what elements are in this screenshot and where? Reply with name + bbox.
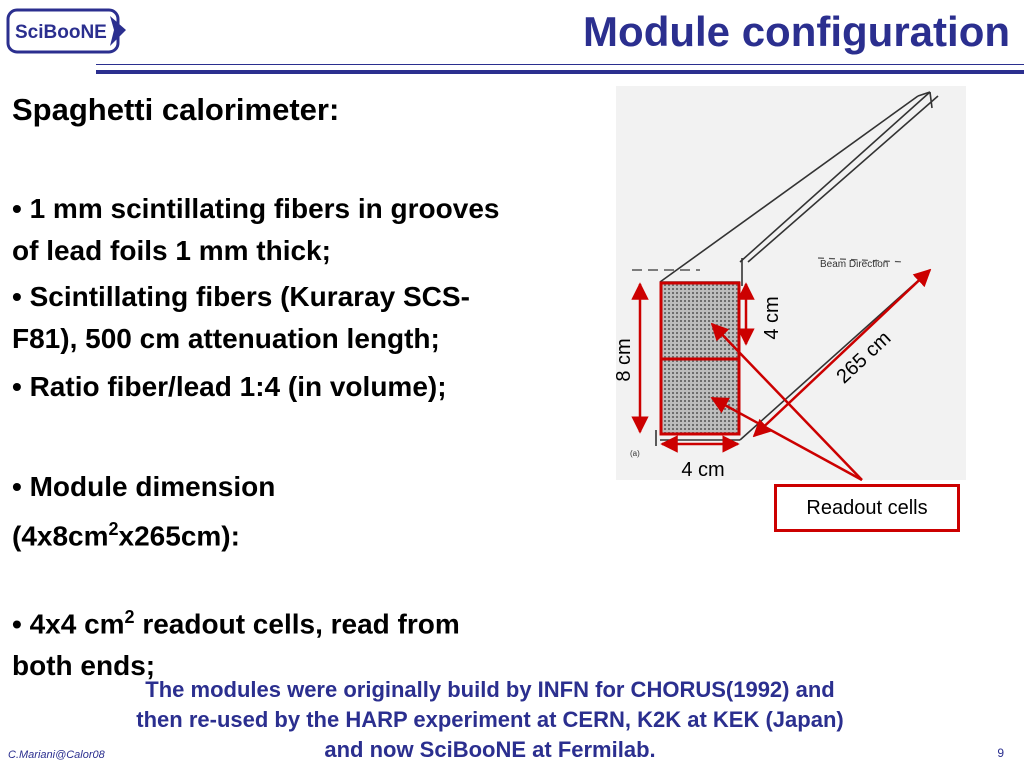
bullet-dimension-line2: (4x8cm2x265cm):: [12, 508, 275, 557]
bullet-readout-line2: both ends;: [12, 650, 156, 682]
bullet-ratio: • Ratio fiber/lead 1:4 (in volume);: [12, 366, 447, 408]
panel-label: (a): [630, 449, 640, 458]
dim-arrow-265cm: [752, 268, 932, 438]
bullet-ratio-line1: • Ratio fiber/lead 1:4 (in volume);: [12, 371, 447, 402]
history-note-line1: The modules were originally build by INF…: [145, 677, 835, 702]
footer-author: C.Mariani@Calor08: [8, 749, 105, 761]
dim-post: x265cm):: [118, 520, 240, 552]
beam-direction-label: Beam Direction: [820, 259, 888, 270]
bullet-fibers-line2: of lead foils 1 mm thick;: [12, 235, 331, 266]
history-note-line3: and now SciBooNE at Fermilab.: [324, 737, 656, 762]
pointer-top-cell: [710, 322, 863, 481]
dim-label-8cm: 8 cm: [613, 338, 635, 381]
module-diagram: Beam Direction (a) 4 cm 8 cm 4 cm 265 cm: [613, 86, 966, 482]
bullet-kuraray: • Scintillating fibers (Kuraray SCS- F81…: [12, 276, 470, 360]
dim-label-4cm-vertical: 4 cm: [761, 296, 783, 339]
dim-pre: (4x8cm: [12, 520, 109, 552]
bullet-readout-line1: • 4x4 cm2 readout cells, read from: [12, 596, 460, 645]
readout-sup: 2: [124, 607, 135, 627]
bullet-readout: • 4x4 cm2 readout cells, read from both …: [12, 596, 460, 687]
title-rule-thick: [96, 70, 1024, 74]
sciboone-logo: SciBooNE: [6, 8, 126, 54]
bullet-kuraray-line1: • Scintillating fibers (Kuraray SCS-: [12, 281, 470, 312]
bullet-dimension: • Module dimension (4x8cm2x265cm):: [12, 466, 275, 557]
history-note: The modules were originally build by INF…: [60, 675, 920, 765]
dim-label-4cm-horizontal: 4 cm: [681, 459, 724, 481]
section-heading: Spaghetti calorimeter:: [12, 92, 340, 127]
readout-cells-label: Readout cells: [806, 496, 928, 519]
beam-direction-line: [817, 257, 906, 263]
title-rule-thin: [96, 64, 1024, 65]
bullet-kuraray-line2: F81), 500 cm attenuation length;: [12, 323, 440, 354]
bullet-fibers: • 1 mm scintillating fibers in grooves o…: [12, 188, 499, 272]
dim-sup: 2: [108, 519, 119, 539]
readout-post: readout cells, read from: [134, 608, 460, 640]
logo-text: SciBooNE: [15, 22, 107, 43]
logo-arrow-icon: [110, 16, 126, 46]
history-note-line2: then re-used by the HARP experiment at C…: [136, 707, 844, 732]
page-number: 9: [997, 746, 1004, 760]
readout-cells-callout: Readout cells: [774, 484, 960, 532]
readout-pre: • 4x4 cm: [12, 608, 125, 640]
pointer-bottom-cell: [710, 396, 863, 482]
readout-cell-bottom: [659, 357, 741, 436]
page-title: Module configuration: [583, 8, 1010, 55]
bullet-dimension-line1: • Module dimension: [12, 471, 276, 502]
bullet-fibers-line1: • 1 mm scintillating fibers in grooves: [12, 193, 500, 224]
